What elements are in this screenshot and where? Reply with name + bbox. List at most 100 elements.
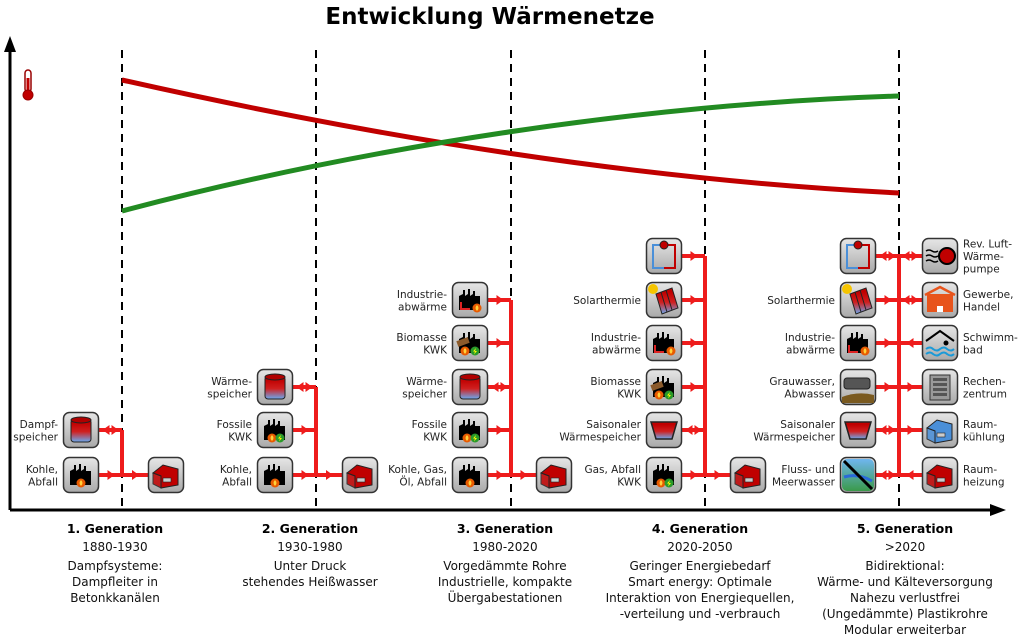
component-label: Meerwasser	[772, 476, 836, 488]
component-label: KWK	[617, 388, 642, 400]
component-label: bad	[963, 344, 983, 356]
component-label: Wärmespeicher	[559, 431, 641, 443]
factory-chp-icon	[645, 456, 683, 494]
flow-arrow	[296, 382, 304, 392]
flow-arrow	[520, 470, 528, 480]
component-label: Öl, Abfall	[399, 475, 447, 488]
flow-arrow	[496, 425, 504, 435]
generation-description-line: -verteilung und -verbrauch	[620, 607, 781, 621]
generation-title: 4. Generation	[652, 521, 748, 536]
component-label: Abwasser	[784, 388, 835, 400]
generation-description-line: Unter Druck	[274, 559, 347, 573]
component-label: Raum-	[963, 419, 997, 431]
flow-arrow	[107, 470, 115, 480]
component-label: Biomasse	[590, 376, 641, 388]
generation-description-line: Smart energy: Optimale	[628, 575, 772, 589]
flow-arrow	[879, 470, 887, 480]
component-label: KWK	[617, 476, 642, 488]
generation-years: 1980-2020	[472, 540, 537, 554]
flow-arrow	[902, 295, 910, 305]
component-label: abwärme	[786, 344, 835, 356]
component-label: abwärme	[398, 301, 447, 313]
flow-arrow	[690, 470, 698, 480]
factory-chp-icon	[256, 411, 294, 449]
flow-arrow	[907, 425, 915, 435]
house-blue-icon	[921, 411, 959, 449]
house-red-icon	[147, 456, 185, 494]
storage-tank-icon	[62, 411, 100, 449]
component-label: Kohle,	[220, 464, 252, 476]
component-label: speicher	[207, 388, 252, 400]
storage-tank-icon	[451, 368, 489, 406]
flow-arrow	[906, 470, 914, 480]
component-label: Rev. Luft-	[963, 239, 1012, 251]
flow-arrow	[326, 470, 333, 480]
component-label: Fossile	[412, 419, 447, 431]
component-label: heizung	[963, 476, 1005, 488]
biomass-chp-icon	[451, 324, 489, 362]
component-label: Saisonaler	[780, 419, 835, 431]
generation-years: 1880-1930	[82, 540, 147, 554]
flow-arrow	[690, 338, 698, 348]
factory-fire-icon	[62, 456, 100, 494]
component-label: KWK	[423, 431, 448, 443]
diagram-title: Entwicklung Wärmenetze	[325, 4, 654, 30]
generation-description-line: Industrielle, kompakte	[438, 575, 572, 589]
component-label: Schwimm-	[963, 332, 1018, 344]
generation-title: 1. Generation	[67, 521, 163, 536]
generation-description-line: Vorgedämmte Rohre	[443, 559, 566, 573]
seasonal-storage-icon	[839, 411, 877, 449]
component-label: speicher	[402, 388, 447, 400]
industrial-waste-heat-icon	[839, 324, 877, 362]
temperature-curve	[121, 77, 900, 196]
generation-description-line: Wärme- und Kälteversorgung	[817, 575, 993, 589]
thermometer-icon	[22, 69, 34, 101]
component-label: Fluss- und	[781, 464, 835, 476]
flow-arrow	[500, 382, 508, 392]
component-label: Kohle, Gas,	[388, 464, 447, 476]
air-heat-pump-icon	[921, 237, 959, 275]
generation-title: 2. Generation	[262, 521, 358, 536]
flow-arrow	[690, 295, 698, 305]
flow-arrow	[911, 295, 919, 305]
flow-arrow	[102, 425, 110, 435]
factory-fire-icon	[451, 456, 489, 494]
component-label: Biomasse	[396, 332, 447, 344]
component-label: speicher	[13, 431, 58, 443]
heat-pump-icon	[839, 237, 877, 275]
component-label: Wärmespeicher	[753, 431, 835, 443]
flow-arrow	[496, 295, 504, 305]
generation-description-line: Interaktion von Energiequellen,	[606, 591, 795, 605]
seasonal-storage-icon	[645, 411, 683, 449]
solar-thermal-icon	[645, 281, 683, 319]
river-sea-water-icon	[839, 456, 877, 494]
component-label: Wärme-	[211, 376, 252, 388]
component-label: Abfall	[28, 476, 58, 488]
solar-thermal-icon	[839, 281, 877, 319]
component-label: Industrie-	[591, 332, 641, 344]
component-label: Dampf-	[20, 419, 59, 431]
flow-arrow	[685, 425, 693, 435]
flow-arrow	[879, 251, 887, 261]
generation-years: 2020-2050	[667, 540, 732, 554]
house-red-icon	[341, 456, 379, 494]
flow-arrow	[496, 470, 504, 480]
generation-description-line: Dampfleiter in	[72, 575, 158, 589]
flow-arrow	[888, 251, 896, 261]
flow-arrow	[305, 382, 313, 392]
flow-arrow	[714, 470, 722, 480]
flow-arrow	[884, 295, 892, 305]
component-label: Handel	[963, 301, 1000, 313]
generation-description-line: Geringer Energiebedarf	[629, 559, 771, 573]
generation-description-line: stehendes Heißwasser	[242, 575, 377, 589]
factory-chp-icon	[451, 411, 489, 449]
component-label: Gas, Abfall	[584, 464, 641, 476]
flow-arrow	[132, 470, 139, 480]
generation-description-line: Betonkkanälen	[70, 591, 160, 605]
component-label: Rechen-	[963, 376, 1006, 388]
flow-arrow	[907, 382, 915, 392]
component-label: kühlung	[963, 431, 1005, 443]
industrial-waste-heat-icon	[645, 324, 683, 362]
component-label: Industrie-	[785, 332, 835, 344]
flow-arrow	[906, 338, 914, 348]
